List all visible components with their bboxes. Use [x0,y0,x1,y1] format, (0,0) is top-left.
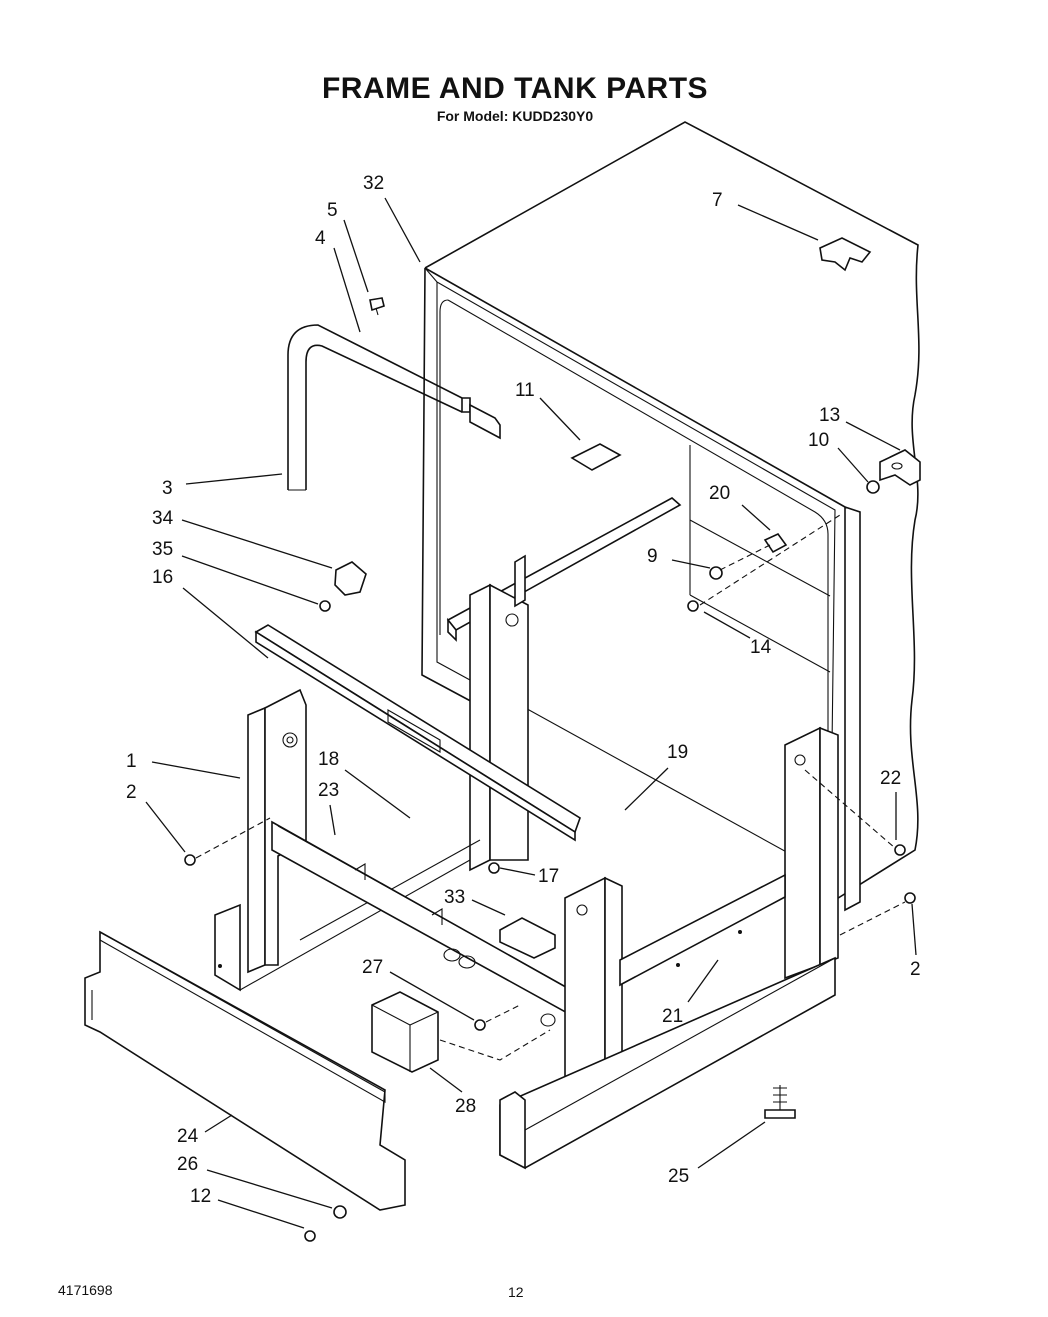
right-frame-drawing [499,726,839,1170]
callout-26: 26 [177,1154,198,1175]
callout-17: 17 [538,866,559,887]
callout-10: 10 [808,430,829,451]
callout-14: 14 [750,637,772,658]
callout-1: 1 [126,751,137,772]
callout-9: 9 [647,546,658,567]
document-number: 4171698 [58,1282,113,1298]
callout-21: 21 [662,1006,683,1027]
callout-25: 25 [668,1166,689,1187]
callout-32: 32 [363,173,384,194]
callout-2-right: 2 [910,959,921,980]
leader-lines [145,197,917,1229]
callout-19: 19 [667,742,688,763]
callout-labels: 32 5 4 7 11 13 10 3 20 34 9 35 16 14 1 1… [126,173,921,1207]
callout-18: 18 [318,749,339,770]
callout-5: 5 [327,200,338,221]
callout-11: 11 [515,380,535,401]
callout-24: 24 [177,1126,199,1147]
callout-13: 13 [819,405,840,426]
callout-2-left: 2 [126,782,137,803]
left-frame-drawing [214,688,481,992]
callout-27: 27 [362,957,383,978]
callout-3: 3 [162,478,173,499]
page-number: 12 [508,1284,524,1300]
callout-34: 34 [152,508,174,529]
rear-upright-drawing [469,554,529,872]
callout-4: 4 [315,228,326,249]
callout-20: 20 [709,483,730,504]
model-subtitle: For Model: KUDD230Y0 [436,108,594,124]
callout-23: 23 [318,780,339,801]
callout-35: 35 [152,539,173,560]
callout-22: 22 [880,768,901,789]
callout-28: 28 [455,1096,476,1117]
page-title: FRAME AND TANK PARTS [321,72,709,105]
parts-drawing [84,237,921,1242]
callout-12: 12 [190,1186,211,1207]
callout-7: 7 [712,190,723,211]
callout-16: 16 [152,567,173,588]
callout-33: 33 [444,887,465,908]
